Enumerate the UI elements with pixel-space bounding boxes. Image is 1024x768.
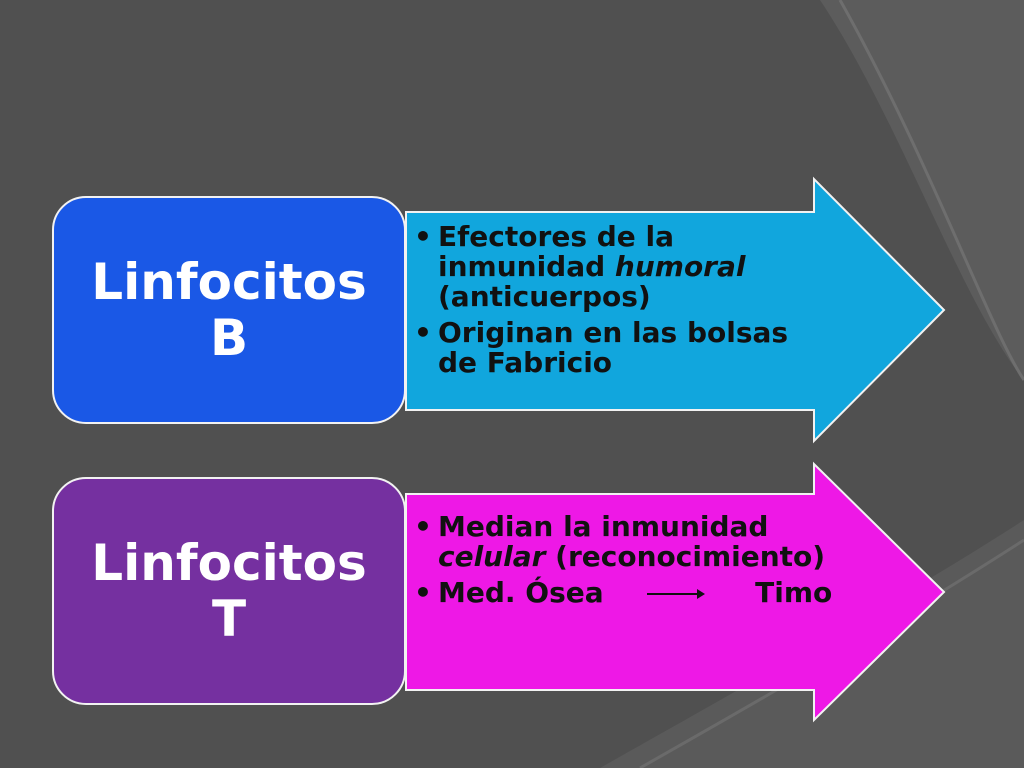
bullet-b-2-part-1: Originan en las bolsas de Fabricio (438, 316, 789, 379)
bullet-t-1: • Median la inmunidad celular (reconocim… (414, 512, 834, 572)
bullet-b-1-part-1: Efectores de la inmunidad (438, 220, 675, 283)
bullet-t-2-to: Timo (755, 576, 833, 609)
bullet-dot: • (414, 316, 432, 349)
bullet-dot: • (414, 510, 432, 543)
background-swoosh-curve (838, 0, 1024, 381)
bullet-t-2: • Med. Ósea Timo (414, 578, 834, 608)
right-arrow-icon (647, 589, 706, 599)
background-swoosh-bottom (600, 520, 1024, 768)
bullets-b: • Efectores de la inmunidad humoral (ant… (414, 222, 834, 384)
arrow-body-t (405, 461, 946, 723)
background-swoosh-top (820, 0, 1024, 380)
bullet-t-1-part-2: celular (438, 540, 546, 573)
bullets-t: • Median la inmunidad celular (reconocim… (414, 512, 834, 614)
bullet-b-2: • Originan en las bolsas de Fabricio (414, 318, 834, 378)
label-b-line-2: B (209, 309, 249, 367)
bullet-b-1: • Efectores de la inmunidad humoral (ant… (414, 222, 834, 312)
label-t-line-2: T (211, 590, 247, 648)
label-t: Linfocitos T (91, 535, 367, 647)
label-b: Linfocitos B (91, 254, 367, 366)
label-b-line-1: Linfocitos (91, 253, 367, 311)
bullet-b-1-part-2: humoral (614, 250, 746, 283)
label-box-b: Linfocitos B (52, 196, 406, 424)
bullet-t-1-part-1: Median la inmunidad (438, 510, 769, 543)
label-t-line-1: Linfocitos (91, 534, 367, 592)
bullet-t-2-from: Med. Ósea (438, 576, 604, 609)
label-box-t: Linfocitos T (52, 477, 406, 705)
bullet-b-1-part-3: (anticuerpos) (438, 280, 651, 313)
bullet-dot: • (414, 576, 432, 609)
bullet-dot: • (414, 220, 432, 253)
bullet-t-1-part-3: (reconocimiento) (545, 540, 826, 573)
arrow-body-b (405, 176, 946, 444)
